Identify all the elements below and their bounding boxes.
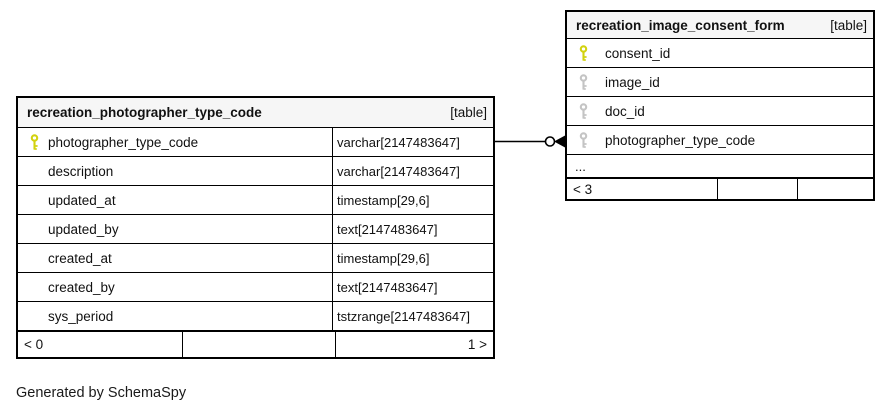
footer-middle-cell [182,332,335,357]
key-spacer [18,157,48,185]
column-row: updated_by text[2147483647] [18,214,493,243]
table-header[interactable]: recreation_photographer_type_code [table… [18,98,493,127]
column-type: varchar[2147483647] [332,157,493,185]
column-type: text[2147483647] [332,273,493,301]
column-name: doc_id [605,103,645,119]
table-name[interactable]: recreation_photographer_type_code [27,105,262,120]
primary-key-icon [18,128,48,156]
table-footer: < 3 [567,177,873,199]
zero-cardinality-circle-icon [544,136,556,147]
key-spacer [18,273,48,301]
key-spacer [18,302,48,330]
column-name: created_at [48,250,112,266]
column-name: updated_at [48,192,116,208]
column-row: description varchar[2147483647] [18,156,493,185]
column-row: photographer_type_code varchar[2147483647… [18,127,493,156]
column-name: image_id [605,74,660,90]
column-name: description [48,163,114,179]
footer-outgoing-count: 1 > [335,332,493,357]
column-type: tstzrange[2147483647] [332,302,493,330]
footer-middle-cell [717,179,797,199]
column-name: sys_period [48,308,114,324]
column-name: photographer_type_code [48,134,199,150]
column-row: doc_id [567,96,873,125]
table-tag: [table] [450,105,487,120]
key-spacer [18,186,48,214]
column-type: timestamp[29,6] [332,244,493,272]
key-spacer [18,244,48,272]
table-recreation_photographer_type_code[interactable]: recreation_photographer_type_code [table… [16,96,495,359]
generated-by-note: Generated by SchemaSpy [16,385,187,401]
column-row: created_by text[2147483647] [18,272,493,301]
primary-key-icon [567,39,605,67]
foreign-key-icon [567,126,605,154]
key-spacer [18,215,48,243]
table-header[interactable]: recreation_image_consent_form [table] [567,12,873,38]
more-columns-ellipsis: ... [567,154,873,177]
column-row: updated_at timestamp[29,6] [18,185,493,214]
footer-incoming-count: < 3 [573,181,593,197]
foreign-key-icon [567,97,605,125]
table-footer: < 0 1 > [18,330,493,357]
column-type: timestamp[29,6] [332,186,493,214]
footer-right-cell [797,179,873,199]
column-type: text[2147483647] [332,215,493,243]
column-row: sys_period tstzrange[2147483647] [18,301,493,330]
column-name: created_by [48,279,115,295]
column-row: image_id [567,67,873,96]
table-tag: [table] [830,17,867,33]
column-row: consent_id [567,38,873,67]
column-type: varchar[2147483647] [332,128,493,156]
column-name: consent_id [605,45,671,61]
column-name: photographer_type_code [605,132,756,148]
column-rows: consent_id image_id doc_id photographer_typ… [567,38,873,154]
column-name: updated_by [48,221,119,237]
column-rows: photographer_type_code varchar[2147483647… [18,127,493,330]
table-name[interactable]: recreation_image_consent_form [576,17,785,33]
column-row: photographer_type_code [567,125,873,154]
table-recreation_image_consent_form[interactable]: recreation_image_consent_form [table] co… [565,10,875,201]
footer-incoming-count: < 0 [24,337,44,352]
foreign-key-icon [567,68,605,96]
column-row: created_at timestamp[29,6] [18,243,493,272]
